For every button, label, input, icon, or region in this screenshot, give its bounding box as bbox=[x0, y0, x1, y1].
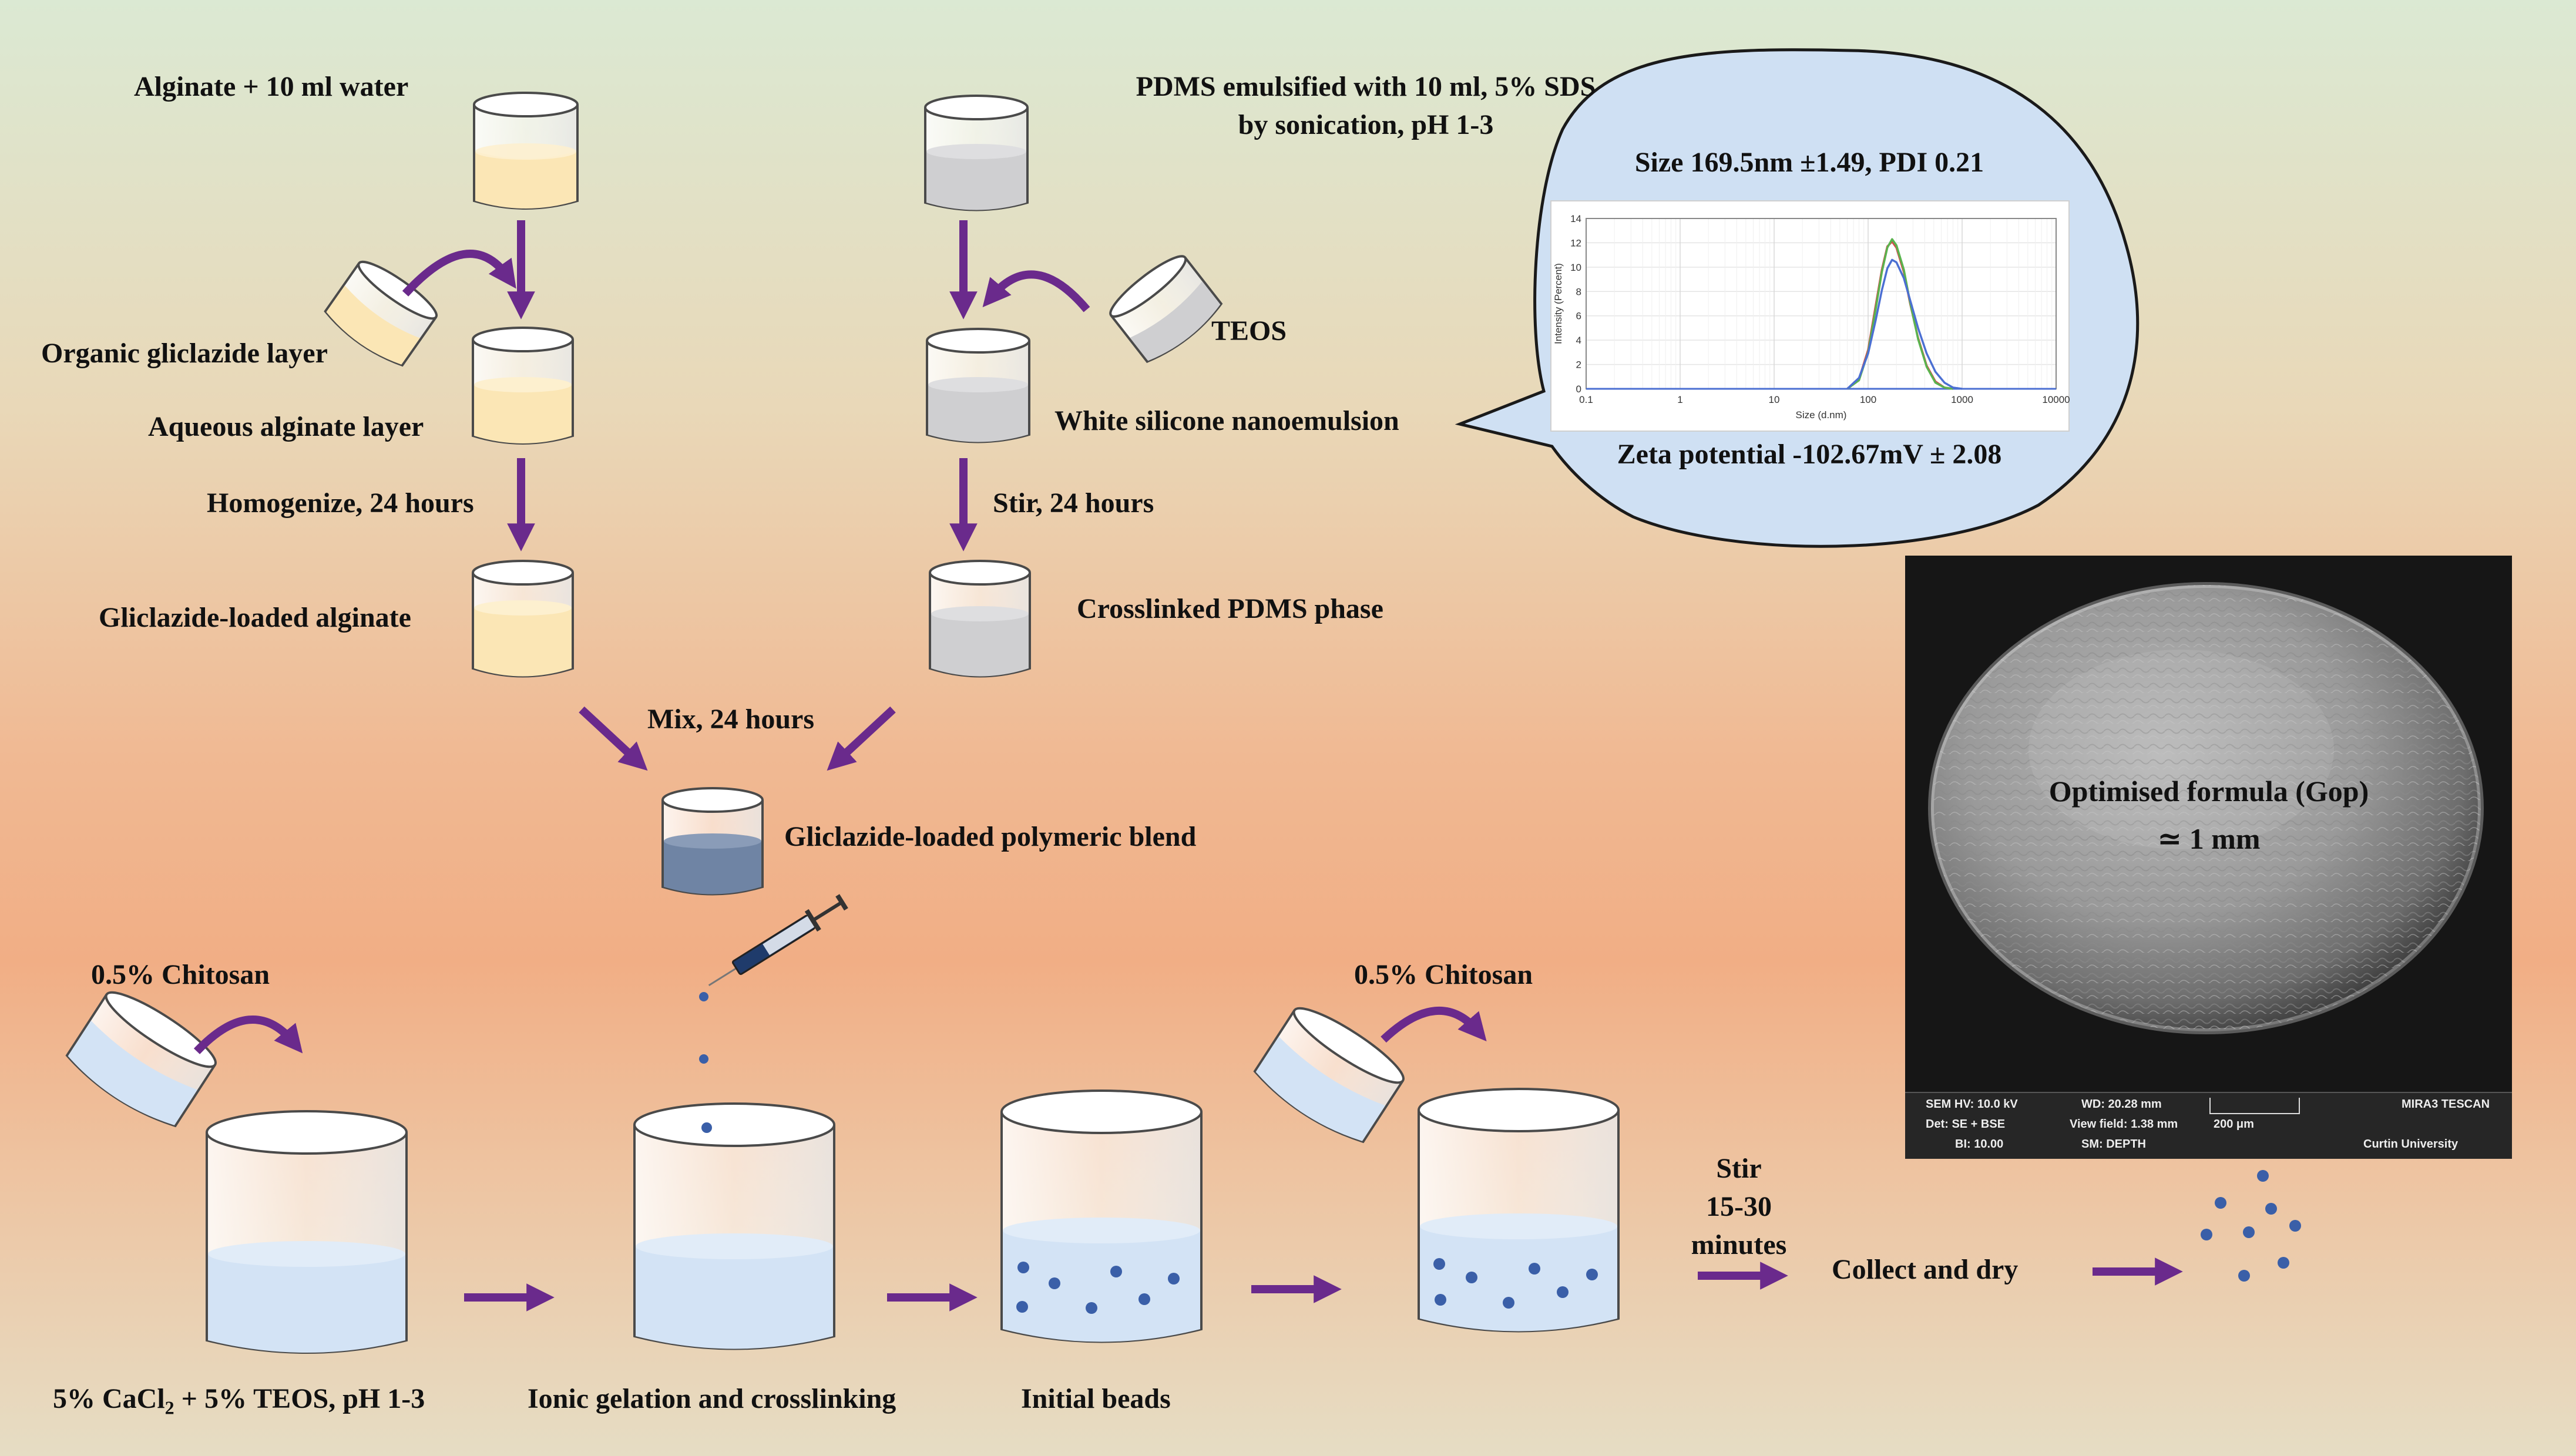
label-mix-24-hours: Mix, 24 hours bbox=[647, 704, 815, 735]
y-tick-label: 2 bbox=[1576, 359, 1581, 371]
beaker-polymeric-blend bbox=[661, 787, 764, 896]
bead-dot bbox=[701, 1122, 712, 1133]
sem-bi: BI: 10.00 bbox=[1955, 1138, 2004, 1151]
label-stir-line-1: Stir bbox=[1716, 1153, 1762, 1184]
label-pdms-line-2: by sonication, pH 1-3 bbox=[1238, 109, 1494, 140]
tilted-beaker-teos bbox=[1109, 255, 1223, 364]
label-collect-and-dry: Collect and dry bbox=[1832, 1254, 2019, 1285]
sem-scale: 200 μm bbox=[2214, 1118, 2254, 1131]
label-ionic-gelation: Ionic gelation and crosslinking bbox=[528, 1383, 896, 1414]
label-aqueous-alginate-layer: Aqueous alginate layer bbox=[148, 411, 424, 442]
x-tick-label: 100 bbox=[1860, 394, 1876, 405]
label-organic-gliclazide-layer: Organic gliclazide layer bbox=[41, 338, 328, 369]
beaker-gliclazide-alginate bbox=[472, 560, 574, 678]
x-tick-label: 1 bbox=[1677, 394, 1682, 405]
label-initial-beads: Initial beads bbox=[1021, 1383, 1171, 1414]
beaker-initial-beads bbox=[1000, 1090, 1203, 1343]
beaker-aqueous-alginate bbox=[472, 327, 574, 445]
label-white-silicone-nanoemulsion: White silicone nanoemulsion bbox=[1054, 405, 1399, 436]
x-tick-label: 0.1 bbox=[1579, 394, 1593, 405]
syringe-icon bbox=[708, 894, 848, 987]
y-tick-label: 6 bbox=[1576, 311, 1581, 322]
label-stir-line-3: minutes bbox=[1691, 1229, 1787, 1260]
label-pdms-line-1: PDMS emulsified with 10 ml, 5% SDS bbox=[1136, 71, 1596, 102]
sem-wd: WD: 20.28 mm bbox=[2081, 1098, 2162, 1111]
flow-arrows bbox=[193, 220, 2183, 1312]
x-tick-label: 1000 bbox=[1951, 394, 1973, 405]
sem-micrograph: Optimised formula (Gop) ≃ 1 mm SEM HV: 1… bbox=[1905, 556, 2512, 1159]
label-alginate-water: Alginate + 10 ml water bbox=[134, 71, 409, 102]
label-homogenize: Homogenize, 24 hours bbox=[207, 487, 474, 519]
series-line-3 bbox=[1846, 258, 1963, 390]
y-axis-label: Intensity (Percent) bbox=[1553, 263, 1564, 344]
label-cacl2-teos: 5% CaCl2 + 5% TEOS, pH 1-3 bbox=[53, 1380, 425, 1421]
tilted-beaker-chitosan-1 bbox=[65, 991, 217, 1128]
sem-caption-formula: Optimised formula (Gop) bbox=[2048, 775, 2369, 808]
y-tick-label: 4 bbox=[1576, 335, 1581, 346]
y-tick-label: 8 bbox=[1576, 286, 1581, 297]
y-tick-label: 12 bbox=[1570, 237, 1581, 248]
sem-scale-bar bbox=[2209, 1098, 2300, 1114]
label-pdms-emulsified: PDMS emulsified with 10 ml, 5% SDS by so… bbox=[999, 68, 1733, 144]
y-tick-label: 14 bbox=[1570, 213, 1581, 224]
sem-brand: MIRA3 TESCAN bbox=[2402, 1098, 2490, 1111]
label-teos: TEOS bbox=[1211, 315, 1287, 347]
beaker-white-nanoemulsion bbox=[926, 328, 1030, 443]
dried-beads bbox=[2201, 1170, 2301, 1282]
callout-size-pdi: Size 169.5nm ±1.49, PDI 0.21 bbox=[1634, 147, 1984, 178]
label-cacl2-suffix: + 5% TEOS, pH 1-3 bbox=[174, 1383, 425, 1414]
x-axis-label: Size (d.nm) bbox=[1796, 409, 1847, 421]
label-stir-15-30-minutes: Stir 15-30 minutes bbox=[1677, 1150, 1801, 1264]
beaker-cacl2-teos bbox=[206, 1110, 408, 1354]
label-stir-24-hours: Stir, 24 hours bbox=[993, 487, 1154, 519]
beaker-ionic-gelation bbox=[633, 1102, 835, 1350]
beaker-crosslinked-pdms bbox=[929, 560, 1031, 678]
label-stir-line-2: 15-30 bbox=[1706, 1191, 1772, 1222]
y-tick-label: 10 bbox=[1570, 262, 1581, 273]
label-chitosan-1: 0.5% Chitosan bbox=[91, 959, 270, 990]
sem-info-bar: SEM HV: 10.0 kV WD: 20.28 mm Det: SE + B… bbox=[1905, 1092, 2512, 1159]
sem-det: Det: SE + BSE bbox=[1926, 1118, 2006, 1131]
x-tick-label: 10000 bbox=[2042, 394, 2070, 405]
label-crosslinked-pdms: Crosslinked PDMS phase bbox=[1077, 593, 1383, 624]
beaker-alginate-water bbox=[473, 92, 579, 210]
sem-sm: SM: DEPTH bbox=[2081, 1138, 2146, 1151]
label-chitosan-2: 0.5% Chitosan bbox=[1354, 959, 1533, 990]
beaker-pdms-emulsion bbox=[924, 95, 1029, 211]
beaker-chitosan-coating bbox=[1418, 1088, 1620, 1333]
sem-caption-size: ≃ 1 mm bbox=[2157, 822, 2261, 855]
y-tick-label: 0 bbox=[1576, 384, 1581, 395]
sem-hv: SEM HV: 10.0 kV bbox=[1926, 1098, 2018, 1111]
tilted-beaker-gliclazide bbox=[324, 260, 438, 367]
callout-zeta-potential: Zeta potential -102.67mV ± 2.08 bbox=[1617, 439, 2002, 470]
sem-institution: Curtin University bbox=[2363, 1138, 2459, 1151]
label-gliclazide-loaded-alginate: Gliclazide-loaded alginate bbox=[99, 602, 411, 633]
falling-drop bbox=[699, 1054, 708, 1064]
label-polymeric-blend: Gliclazide-loaded polymeric blend bbox=[784, 821, 1197, 852]
label-cacl2-prefix: 5% CaCl bbox=[53, 1383, 165, 1414]
falling-drop bbox=[699, 992, 708, 1001]
x-tick-label: 10 bbox=[1769, 394, 1780, 405]
sem-view-field: View field: 1.38 mm bbox=[2070, 1118, 2178, 1131]
tilted-beaker-chitosan-2 bbox=[1253, 1007, 1405, 1144]
label-cacl2-subscript: 2 bbox=[164, 1397, 174, 1418]
